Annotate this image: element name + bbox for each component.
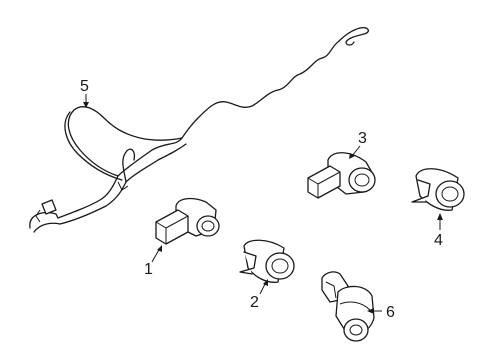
callout-1: 1 — [144, 261, 153, 278]
sensor-6-band — [339, 301, 371, 311]
sensor-4-face-inner — [441, 186, 459, 202]
sensor-part-1 — [155, 197, 220, 245]
leader-3-arrow — [349, 153, 355, 159]
sensor-3-connector-top — [317, 171, 341, 185]
sensor-6-face-inner — [349, 324, 363, 336]
callout-5: 5 — [80, 78, 89, 95]
leader-5-arrow — [83, 102, 89, 108]
leader-2 — [259, 279, 268, 295]
sensor-part-4 — [411, 168, 465, 211]
harness-connector-clip — [35, 209, 41, 223]
sensor-1-connector — [155, 209, 189, 245]
leader-4-arrow — [437, 213, 443, 220]
leader-3-line — [351, 145, 361, 157]
sensor-1-connector-top — [165, 215, 189, 229]
harness-end-hook — [345, 26, 370, 46]
sensor-6-connector-edge — [325, 281, 337, 299]
sensor-part-3 — [307, 152, 376, 199]
leader-1-arrow — [157, 245, 162, 252]
sensor-part-2 — [239, 239, 295, 283]
callout-2: 2 — [250, 294, 259, 311]
sensor-1-face-inner — [201, 220, 215, 232]
leader-3 — [349, 145, 361, 159]
sensor-2-bracket — [239, 251, 257, 275]
callout-6: 6 — [386, 304, 395, 321]
leader-6-arrow — [367, 308, 374, 314]
harness-connector — [41, 199, 57, 215]
leader-5 — [83, 94, 89, 108]
sensor-part-6 — [321, 271, 375, 342]
sensor-3-connector — [307, 165, 341, 199]
harness-branch — [122, 148, 136, 183]
sensor-4-face — [435, 180, 465, 208]
sensor-2-face — [265, 252, 295, 280]
sensor-2-face-inner — [271, 258, 289, 274]
sensor-3-face — [348, 167, 376, 193]
leader-6 — [367, 308, 382, 314]
callout-4: 4 — [434, 232, 443, 249]
leader-2-arrow — [263, 279, 268, 286]
sensor-3-face-inner — [354, 173, 370, 187]
harness-clip — [117, 181, 129, 191]
harness-second-wire — [33, 143, 187, 233]
sensor-1-face — [196, 215, 220, 237]
harness-main-wire — [29, 27, 361, 229]
callout-3: 3 — [358, 130, 367, 147]
wiring-harness — [29, 26, 370, 233]
harness-loop-inner — [64, 111, 123, 181]
sensor-4-bracket — [411, 179, 431, 203]
leader-1 — [151, 245, 162, 263]
harness-loop — [67, 106, 183, 177]
sensor-6-face — [343, 318, 369, 342]
leader-4 — [437, 213, 443, 230]
